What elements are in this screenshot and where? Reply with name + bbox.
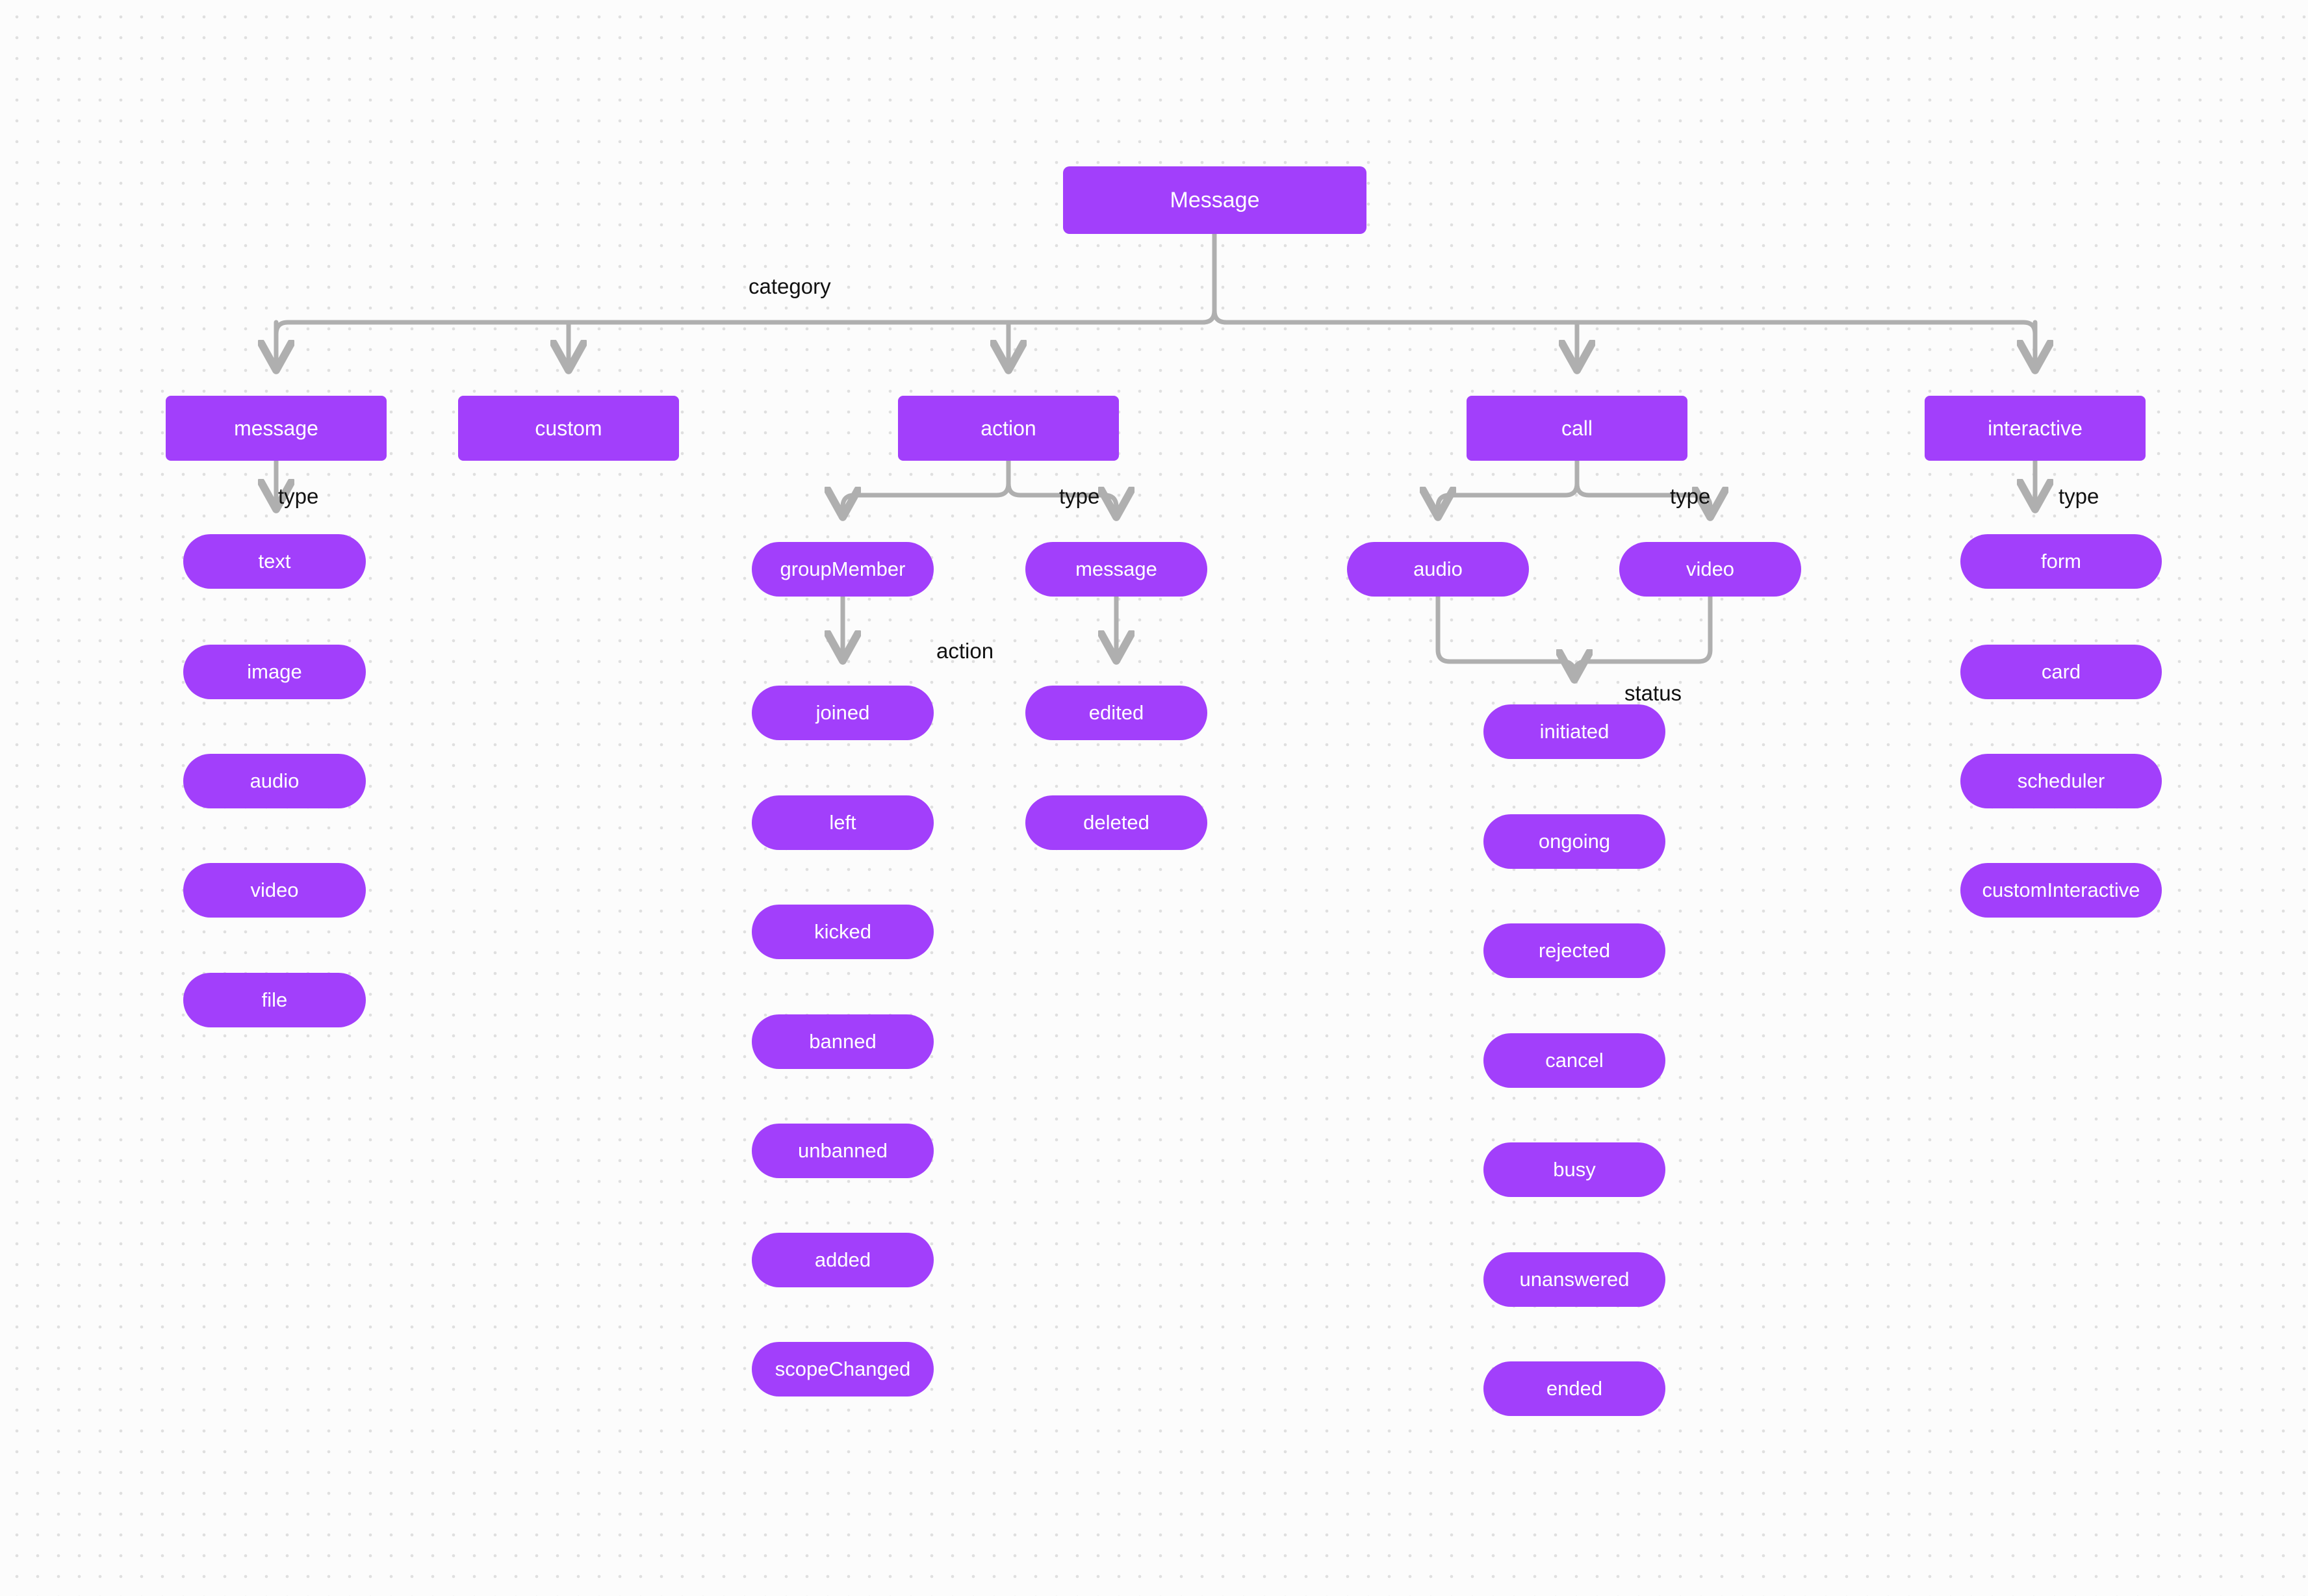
node-groupmember-action-banned-label: banned — [809, 1030, 877, 1053]
node-message-type-text-label: text — [258, 550, 291, 573]
node-category-interactive-label: interactive — [1988, 416, 2083, 440]
node-message-type-text[interactable]: text — [183, 534, 366, 589]
node-groupmember-action-scopechanged-label: scopeChanged — [775, 1358, 911, 1381]
edge-audio-initiated — [1435, 594, 1574, 677]
node-message-type-video[interactable]: video — [183, 863, 366, 918]
node-category-action-label: action — [981, 416, 1036, 440]
node-category-interactive[interactable]: interactive — [1925, 396, 2146, 461]
node-message-action-edited[interactable]: edited — [1025, 686, 1207, 740]
node-interactive-type-scheduler-label: scheduler — [2017, 769, 2105, 793]
node-interactive-type-scheduler[interactable]: scheduler — [1960, 754, 2162, 808]
node-root[interactable]: Message — [1063, 166, 1366, 234]
node-groupmember-action-banned[interactable]: banned — [752, 1014, 934, 1069]
node-groupmember-action-left-label: left — [829, 811, 856, 834]
node-call-status-ended[interactable]: ended — [1483, 1361, 1665, 1416]
edge-trunk-left — [274, 308, 1217, 367]
node-message-type-audio[interactable]: audio — [183, 754, 366, 808]
node-category-call-label: call — [1561, 416, 1593, 440]
node-groupmember-action-joined-label: joined — [815, 701, 870, 725]
node-category-action[interactable]: action — [898, 396, 1119, 461]
edge-label-call-type: type — [1670, 484, 1711, 508]
node-message-type-file-label: file — [261, 988, 288, 1012]
node-message-action-edited-label: edited — [1088, 701, 1144, 725]
node-interactive-type-form[interactable]: form — [1960, 534, 2162, 589]
node-call-type-audio[interactable]: audio — [1347, 542, 1529, 597]
node-root-label: Message — [1170, 187, 1260, 212]
node-groupmember-action-unbanned-label: unbanned — [798, 1139, 888, 1163]
node-interactive-type-custominteractive[interactable]: customInteractive — [1960, 863, 2162, 918]
node-interactive-type-card-label: card — [2041, 660, 2081, 684]
edge-label-category: category — [749, 274, 831, 298]
node-groupmember-action-scopechanged[interactable]: scopeChanged — [752, 1342, 934, 1396]
node-call-type-video-label: video — [1686, 558, 1735, 581]
node-interactive-type-form-label: form — [2041, 550, 2081, 573]
node-call-status-ongoing-label: ongoing — [1538, 830, 1611, 853]
node-call-status-rejected[interactable]: rejected — [1483, 923, 1665, 978]
node-message-type-audio-label: audio — [250, 769, 300, 793]
node-call-status-unanswered[interactable]: unanswered — [1483, 1252, 1665, 1307]
node-call-status-busy[interactable]: busy — [1483, 1142, 1665, 1197]
edge-label-action-type: type — [1059, 484, 1100, 508]
node-category-call[interactable]: call — [1467, 396, 1687, 461]
node-action-type-message[interactable]: message — [1025, 542, 1207, 597]
node-groupmember-action-added[interactable]: added — [752, 1233, 934, 1287]
node-message-action-deleted[interactable]: deleted — [1025, 795, 1207, 850]
node-category-message[interactable]: message — [166, 396, 387, 461]
node-call-status-ongoing[interactable]: ongoing — [1483, 814, 1665, 869]
edge-label-interactive-type: type — [2058, 484, 2099, 508]
edge-label-call-status: status — [1624, 681, 1682, 705]
node-groupmember-action-added-label: added — [814, 1248, 871, 1272]
node-call-status-cancel-label: cancel — [1545, 1049, 1604, 1072]
node-message-type-file[interactable]: file — [183, 973, 366, 1027]
node-action-type-groupmember[interactable]: groupMember — [752, 542, 934, 597]
node-category-custom-label: custom — [535, 416, 602, 440]
edge-label-message-type: type — [278, 484, 319, 508]
edge-video-initiated — [1574, 594, 1713, 677]
node-call-type-audio-label: audio — [1413, 558, 1463, 581]
node-groupmember-action-kicked-label: kicked — [814, 920, 871, 944]
node-call-type-video[interactable]: video — [1619, 542, 1801, 597]
edge-action-split-left — [843, 458, 1011, 515]
node-call-status-rejected-label: rejected — [1538, 939, 1611, 962]
node-category-message-label: message — [234, 416, 318, 440]
node-groupmember-action-kicked[interactable]: kicked — [752, 905, 934, 959]
node-call-status-initiated[interactable]: initiated — [1483, 704, 1665, 759]
node-action-type-message-label: message — [1075, 558, 1157, 581]
node-call-status-busy-label: busy — [1553, 1158, 1596, 1181]
node-groupmember-action-left[interactable]: left — [752, 795, 934, 850]
node-action-type-groupmember-label: groupMember — [780, 558, 906, 581]
edge-trunk-right — [1212, 308, 2038, 367]
node-groupmember-action-joined[interactable]: joined — [752, 686, 934, 740]
node-call-status-cancel[interactable]: cancel — [1483, 1033, 1665, 1088]
node-message-action-deleted-label: deleted — [1083, 811, 1149, 834]
node-message-type-image[interactable]: image — [183, 645, 366, 699]
node-message-type-image-label: image — [247, 660, 302, 684]
node-call-status-initiated-label: initiated — [1539, 720, 1609, 743]
node-message-type-video-label: video — [250, 879, 299, 902]
node-interactive-type-custominteractive-label: customInteractive — [1982, 879, 2140, 902]
node-call-status-unanswered-label: unanswered — [1519, 1268, 1630, 1291]
edge-call-split-left — [1438, 458, 1580, 515]
node-call-status-ended-label: ended — [1546, 1377, 1603, 1400]
edge-label-groupmember-action: action — [936, 639, 994, 663]
node-groupmember-action-unbanned[interactable]: unbanned — [752, 1124, 934, 1178]
node-category-custom[interactable]: custom — [458, 396, 679, 461]
node-interactive-type-card[interactable]: card — [1960, 645, 2162, 699]
